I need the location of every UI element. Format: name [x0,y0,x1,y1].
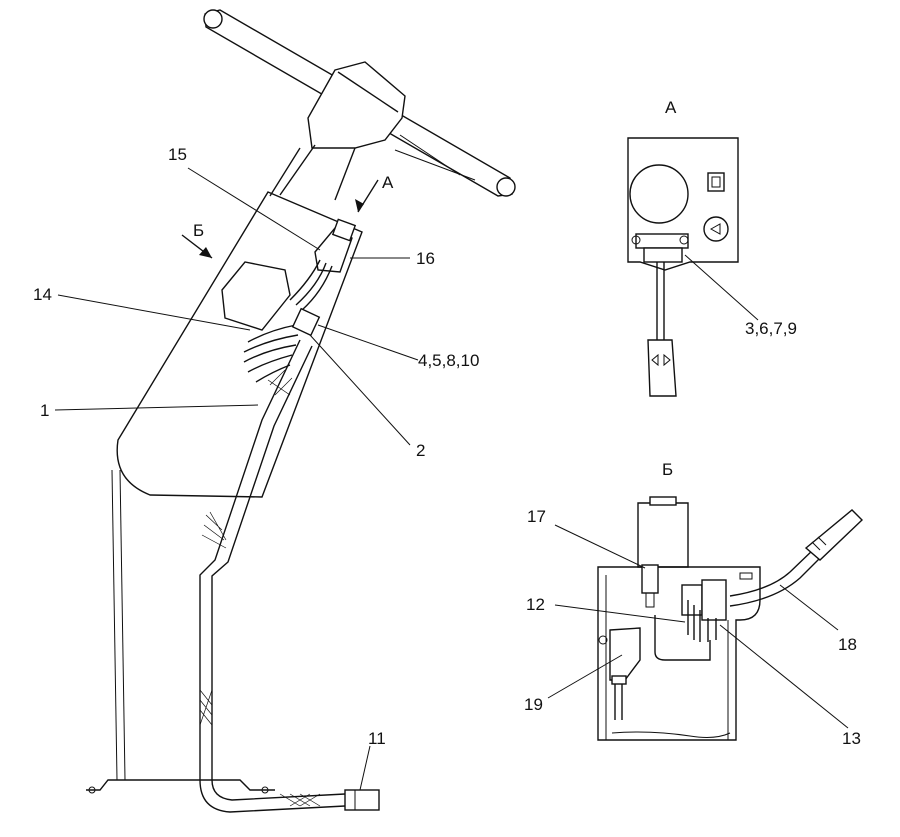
callout-3-6-7-9: 3,6,7,9 [745,319,797,338]
callout-2: 2 [416,441,425,460]
callout-12: 12 [526,595,545,614]
view-b: Б 17 12 19 13 18 [524,460,864,748]
column-housing [86,191,363,794]
view-arrow-a: А [355,173,394,213]
callout-15: 15 [168,145,187,164]
steering-wheel [203,9,516,197]
wire-harness [199,339,380,813]
callouts-main: 15 16 14 4,5,8,10 1 2 11 [33,145,479,791]
view-a-title: А [665,98,677,117]
callout-18: 18 [838,635,857,654]
callout-4-5-8-10: 4,5,8,10 [418,351,479,370]
callout-13: 13 [842,729,861,748]
callout-11: 11 [368,729,386,748]
callout-16: 16 [416,249,435,268]
steering-shaft [269,144,356,201]
view-a: А 3,6,7,9 [627,98,797,397]
callout-17: 17 [527,507,546,526]
view-b-title: Б [662,460,673,479]
callout-19: 19 [524,695,543,714]
switch-assembly [221,218,357,383]
arrow-b-label: Б [193,221,204,240]
view-arrow-b: Б [181,221,213,259]
arrow-a-label: А [382,173,394,192]
callout-1: 1 [40,401,49,420]
callout-14: 14 [33,285,52,304]
